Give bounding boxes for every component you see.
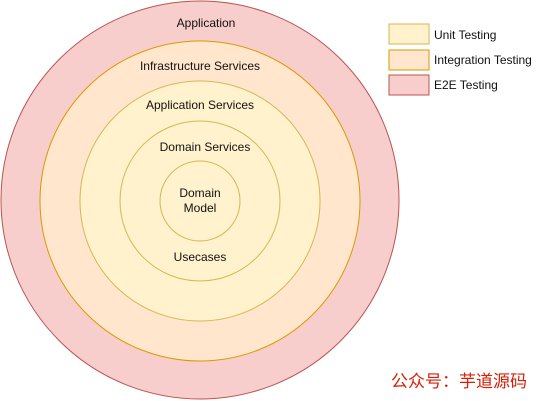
ring-domain-model	[159, 160, 241, 242]
legend-item-e2e-testing: E2E Testing	[388, 74, 498, 96]
legend-label-integration-testing: Integration Testing	[434, 53, 532, 67]
label-usecases: Usecases	[174, 250, 227, 264]
label-infrastructure-services: Infrastructure Services	[140, 59, 260, 73]
legend: Unit Testing Integration Testing E2E Tes…	[388, 23, 532, 96]
legend-swatch-integration-testing	[388, 49, 430, 71]
label-domain-services: Domain Services	[160, 140, 251, 154]
legend-swatch-unit-testing	[388, 23, 430, 45]
legend-label-unit-testing: Unit Testing	[434, 28, 496, 42]
legend-label-e2e-testing: E2E Testing	[434, 78, 498, 92]
label-application: Application	[177, 16, 236, 30]
legend-swatch-e2e-testing	[388, 74, 430, 96]
watermark-text: 公众号：芋道源码	[391, 372, 527, 392]
legend-item-integration-testing: Integration Testing	[388, 49, 532, 71]
label-application-services: Application Services	[146, 98, 254, 112]
label-domain-model-line2: Model	[184, 201, 217, 215]
label-domain-model-line1: Domain	[179, 186, 220, 200]
legend-item-unit-testing: Unit Testing	[388, 23, 496, 45]
